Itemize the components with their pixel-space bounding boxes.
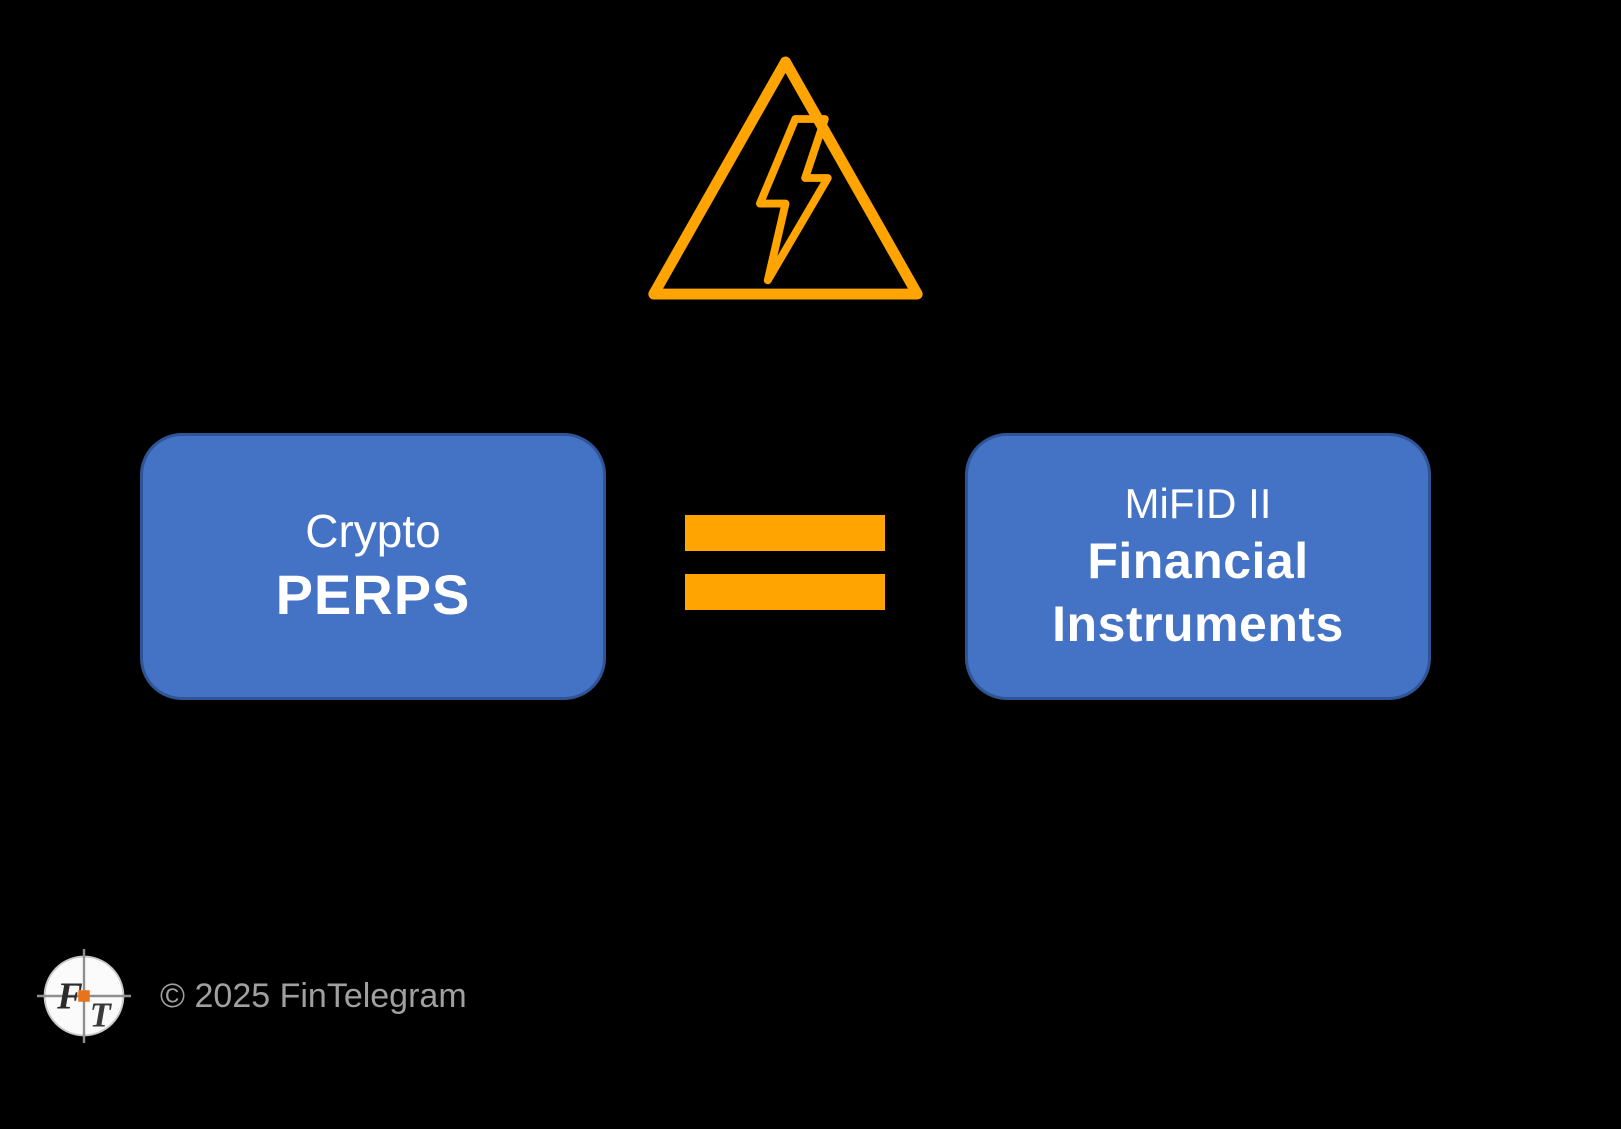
crypto-label: Crypto [305,504,441,557]
copyright-text: © 2025 FinTelegram [160,976,467,1015]
triangle-outline [648,56,923,300]
warning-triangle-lightning-icon [638,48,933,308]
fintelegram-logo-icon: F T [36,948,132,1044]
perps-label: PERPS [275,563,471,627]
footer: F T © 2025 FinTelegram [36,948,467,1044]
lightning-bolt-icon [756,115,832,285]
crypto-perps-box: Crypto PERPS [140,433,606,700]
svg-text:T: T [90,997,113,1035]
instruments-label: Instruments [1052,595,1344,652]
mifid-financial-instruments-box: MiFID II Financial Instruments [965,433,1431,700]
financial-label: Financial [1087,533,1309,590]
equals-sign [685,515,885,610]
mifid-label: MiFID II [1124,479,1272,527]
equals-bar-top [685,515,885,551]
equals-bar-bottom [685,574,885,610]
